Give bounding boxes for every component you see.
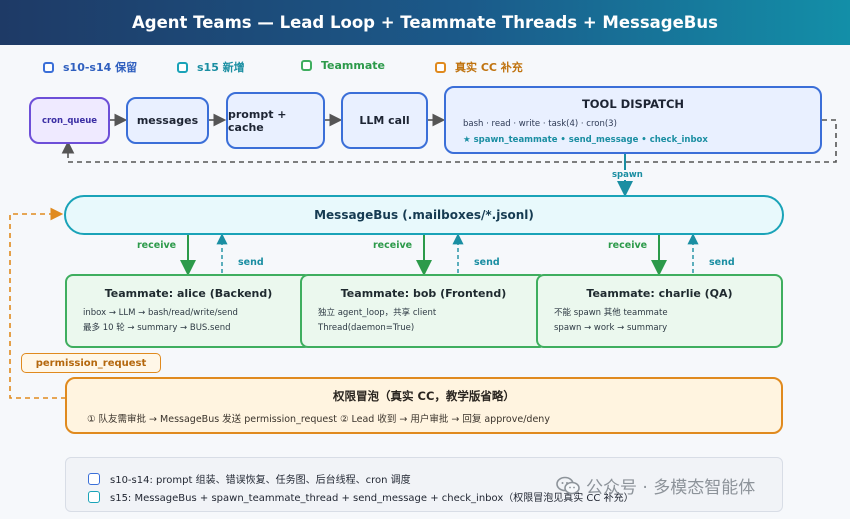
receive-label-charlie: receive — [608, 240, 648, 251]
legend-swatch-green — [301, 60, 312, 71]
node-tool-dispatch: TOOL DISPATCH bash · read · write · task… — [444, 86, 822, 154]
spawn-label: spawn — [612, 170, 643, 180]
footer-text: s15: MessageBus + spawn_teammate_thread … — [110, 493, 634, 504]
teammate-title: Teammate: bob (Frontend) — [340, 287, 507, 300]
node-cron-queue: cron_queue — [29, 97, 110, 144]
teammate-line: spawn → work → summary — [554, 323, 668, 333]
wechat-icon — [556, 476, 580, 494]
node-prompt-cache: prompt + cache — [226, 92, 325, 149]
footer-text: s10-s14: prompt 组装、错误恢复、任务图、后台线程、cron 调度 — [110, 475, 411, 486]
receive-label-alice: receive — [137, 240, 177, 251]
permission-bubble-box: 权限冒泡（真实 CC，教学版省略） ① 队友需审批 → MessageBus 发… — [65, 377, 783, 434]
permission-request-tag: permission_request — [21, 353, 161, 373]
dispatch-new-tools: ★ spawn_teammate • send_message • check_… — [463, 135, 708, 145]
message-bus: MessageBus (.mailboxes/*.jsonl) — [64, 195, 784, 235]
teammate-bob: Teammate: bob (Frontend) 独立 agent_loop，共… — [300, 274, 547, 348]
legend-label: 真实 CC 补充 — [455, 61, 523, 74]
teammate-line: 最多 10 轮 → summary → BUS.send — [83, 323, 231, 333]
teammate-alice: Teammate: alice (Backend) inbox → LLM → … — [65, 274, 312, 348]
legend-swatch-teal — [177, 61, 188, 73]
legend-label: Teammate — [321, 59, 385, 72]
page-title: Agent Teams — Lead Loop + Teammate Threa… — [0, 0, 850, 45]
teammate-line: 不能 spawn 其他 teammate — [554, 308, 668, 318]
send-label-alice: send — [238, 257, 264, 268]
send-label-bob: send — [474, 257, 500, 268]
footer-row-s10-s14: s10-s14: prompt 组装、错误恢复、任务图、后台线程、cron 调度 — [88, 471, 411, 486]
teammate-line: Thread(daemon=True) — [318, 323, 415, 333]
send-label-charlie: send — [709, 257, 735, 268]
legend-swatch-orange — [435, 61, 446, 73]
permission-desc: ① 队友需审批 → MessageBus 发送 permission_reque… — [87, 414, 550, 425]
legend-label: s10-s14 保留 — [63, 61, 138, 74]
footer-swatch-teal — [88, 490, 100, 503]
teammate-title: Teammate: charlie (QA) — [586, 287, 733, 300]
arrow-permission — [9, 207, 66, 399]
permission-title: 权限冒泡（真实 CC，教学版省略） — [333, 389, 515, 403]
watermark: 公众号 · 多模态智能体 — [556, 473, 755, 498]
teammate-line: inbox → LLM → bash/read/write/send — [83, 308, 238, 318]
teammate-title: Teammate: alice (Backend) — [104, 287, 273, 300]
footer-legend: s10-s14: prompt 组装、错误恢复、任务图、后台线程、cron 调度… — [65, 457, 783, 512]
legend-item-teammate: Teammate — [301, 59, 385, 72]
node-messages: messages — [126, 97, 209, 144]
receive-label-bob: receive — [373, 240, 413, 251]
legend-swatch-blue — [43, 61, 54, 73]
dispatch-tools: bash · read · write · task(4) · cron(3) — [463, 119, 617, 129]
node-llm-call: LLM call — [341, 92, 428, 149]
dispatch-title: TOOL DISPATCH — [581, 97, 685, 111]
footer-swatch-blue — [88, 472, 100, 485]
watermark-text: 公众号 · 多模态智能体 — [586, 478, 756, 498]
footer-row-s15: s15: MessageBus + spawn_teammate_thread … — [88, 489, 634, 504]
arrow-loop-back — [61, 119, 837, 163]
legend-item-real-cc: 真实 CC 补充 — [435, 59, 523, 75]
legend-item-s15: s15 新增 — [177, 59, 245, 75]
legend-item-s10-s14: s10-s14 保留 — [43, 59, 137, 75]
legend-label: s15 新增 — [197, 61, 245, 74]
teammate-charlie: Teammate: charlie (QA) 不能 spawn 其他 teamm… — [536, 274, 783, 348]
teammate-line: 独立 agent_loop，共享 client — [318, 308, 437, 318]
